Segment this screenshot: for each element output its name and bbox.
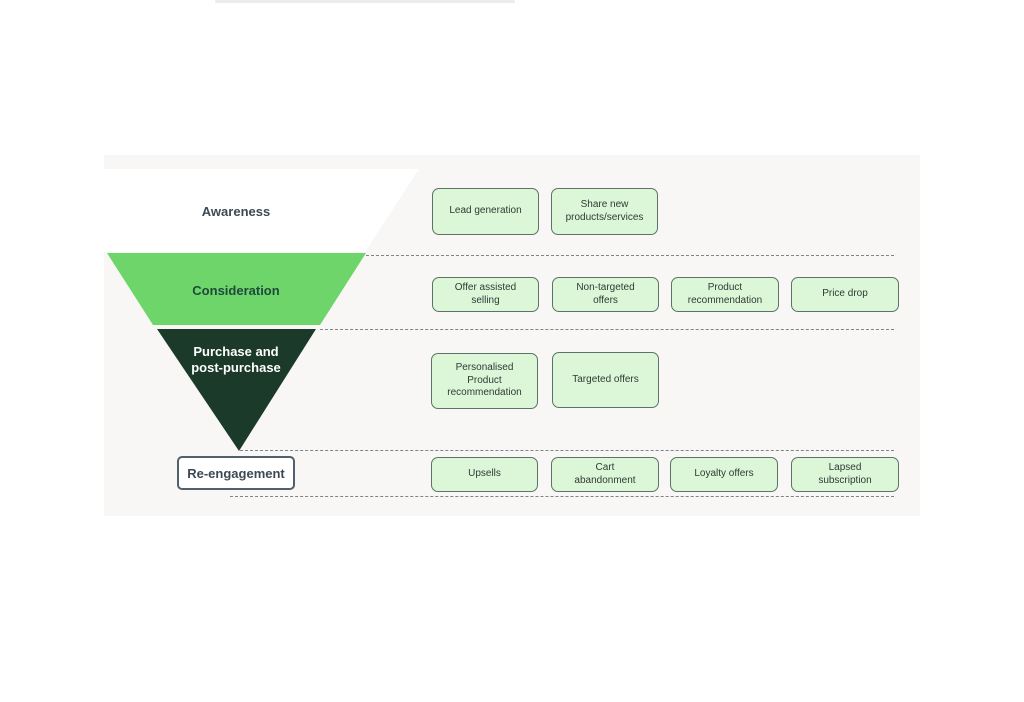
divider-line [320,329,894,330]
funnel-shape [104,169,419,451]
action-box: Lapsed subscription [791,457,899,492]
action-box: Offer assisted selling [432,277,539,312]
action-box: Share new products/services [551,188,658,235]
divider-line [230,496,894,497]
funnel-awareness-segment [104,169,419,252]
action-box: Upsells [431,457,538,492]
action-box: Price drop [791,277,899,312]
action-box: Non-targeted offers [552,277,659,312]
action-box: Personalised Product recommendation [431,353,538,409]
funnel-consideration-segment [107,253,366,325]
action-box: Lead generation [432,188,539,235]
action-box: Targeted offers [552,352,659,408]
action-box: Loyalty offers [670,457,778,492]
action-box: Product recommendation [671,277,779,312]
stage-label-reengagement: Re-engagement [177,456,295,490]
funnel-purchase-segment [157,329,316,451]
action-box: Cart abandonment [551,457,659,492]
divider-line [240,450,894,451]
funnel-diagram: Awareness Consideration Purchase and pos… [104,155,920,516]
top-smudge [215,0,515,3]
divider-line [366,255,894,256]
stage-label-consideration: Consideration [192,283,280,298]
stage-label-purchase: Purchase and post-purchase [191,344,281,375]
stage-label-awareness: Awareness [201,204,271,219]
